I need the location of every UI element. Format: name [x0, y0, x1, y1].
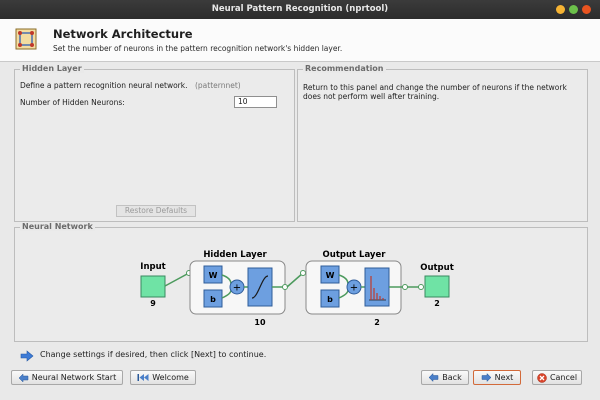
- next-label: Next: [494, 373, 514, 382]
- hidden-sum-symbol: +: [233, 283, 241, 294]
- output-label: Output: [420, 263, 454, 273]
- back-arrow-icon: [428, 373, 439, 382]
- hidden-layer-label: Hidden Layer: [203, 250, 267, 260]
- neural-network-start-button[interactable]: Neural Network Start: [11, 370, 123, 385]
- welcome-button[interactable]: Welcome: [130, 370, 196, 385]
- network-architecture-icon: [15, 28, 37, 50]
- sigmoid-icon: [251, 275, 269, 299]
- softmax-icon: [369, 276, 386, 301]
- neural-network-start-label: Neural Network Start: [31, 373, 117, 382]
- hidden-layer-panel: Hidden Layer Define a pattern recognitio…: [14, 64, 295, 222]
- neural-network-panel-title: Neural Network: [20, 222, 95, 231]
- window-title: Neural Pattern Recognition (nprtool): [211, 4, 389, 14]
- back-button[interactable]: Back: [421, 370, 469, 385]
- recommendation-panel: Recommendation Return to this panel and …: [297, 64, 588, 222]
- maximize-button[interactable]: [569, 5, 578, 14]
- output-sum-symbol: +: [350, 283, 358, 294]
- hidden-weight-block: [203, 265, 223, 284]
- recommendation-text: Return to this panel and change the numb…: [303, 83, 567, 101]
- hidden-layer-size: 10: [254, 318, 266, 327]
- page-header: Network Architecture Set the number of n…: [0, 19, 600, 62]
- output-layer-size: 2: [374, 318, 380, 327]
- restore-defaults-button[interactable]: Restore Defaults: [116, 205, 196, 217]
- arrow-right-icon: [20, 350, 34, 362]
- page-title: Network Architecture: [53, 27, 193, 41]
- hidden-neurons-input[interactable]: 10: [234, 96, 277, 108]
- output-weight-symbol: W: [326, 271, 335, 280]
- cancel-icon: [537, 372, 547, 383]
- function-name: (patternnet): [195, 81, 241, 90]
- neural-network-panel: Neural Network Input 9 Hidden Layer W b …: [14, 222, 588, 342]
- hidden-layer-panel-title: Hidden Layer: [20, 64, 84, 73]
- next-arrow-icon: [481, 373, 492, 382]
- hidden-bias-symbol: b: [210, 295, 216, 304]
- hidden-bias-block: [203, 289, 223, 308]
- output-size: 2: [434, 299, 440, 308]
- output-weight-block: [320, 265, 340, 284]
- output-bias-block: [320, 289, 340, 308]
- input-size: 9: [150, 299, 156, 308]
- recommendation-panel-title: Recommendation: [303, 64, 386, 73]
- network-diagram: Input 9 Hidden Layer W b + 10 Output Lay…: [140, 250, 454, 327]
- output-bias-symbol: b: [327, 295, 333, 304]
- cancel-button[interactable]: Cancel: [532, 370, 582, 385]
- output-node: [424, 275, 450, 298]
- rewind-icon: [137, 374, 149, 381]
- hidden-weight-symbol: W: [209, 271, 218, 280]
- minimize-button[interactable]: [556, 5, 565, 14]
- cancel-label: Cancel: [549, 373, 578, 382]
- hidden-neurons-label: Number of Hidden Neurons:: [20, 98, 125, 107]
- output-layer-label: Output Layer: [323, 250, 387, 260]
- close-button[interactable]: [582, 5, 591, 14]
- page-subtitle: Set the number of neurons in the pattern…: [53, 44, 343, 53]
- footer-hint: Change settings if desired, then click […: [40, 350, 267, 359]
- back-label: Back: [442, 373, 462, 382]
- welcome-label: Welcome: [152, 373, 189, 382]
- title-bar: Neural Pattern Recognition (nprtool): [0, 0, 600, 19]
- start-icon: [18, 373, 29, 382]
- next-button[interactable]: Next: [473, 370, 521, 385]
- input-label: Input: [140, 262, 165, 272]
- network-description: Define a pattern recognition neural netw…: [20, 81, 188, 90]
- input-node: [140, 275, 166, 298]
